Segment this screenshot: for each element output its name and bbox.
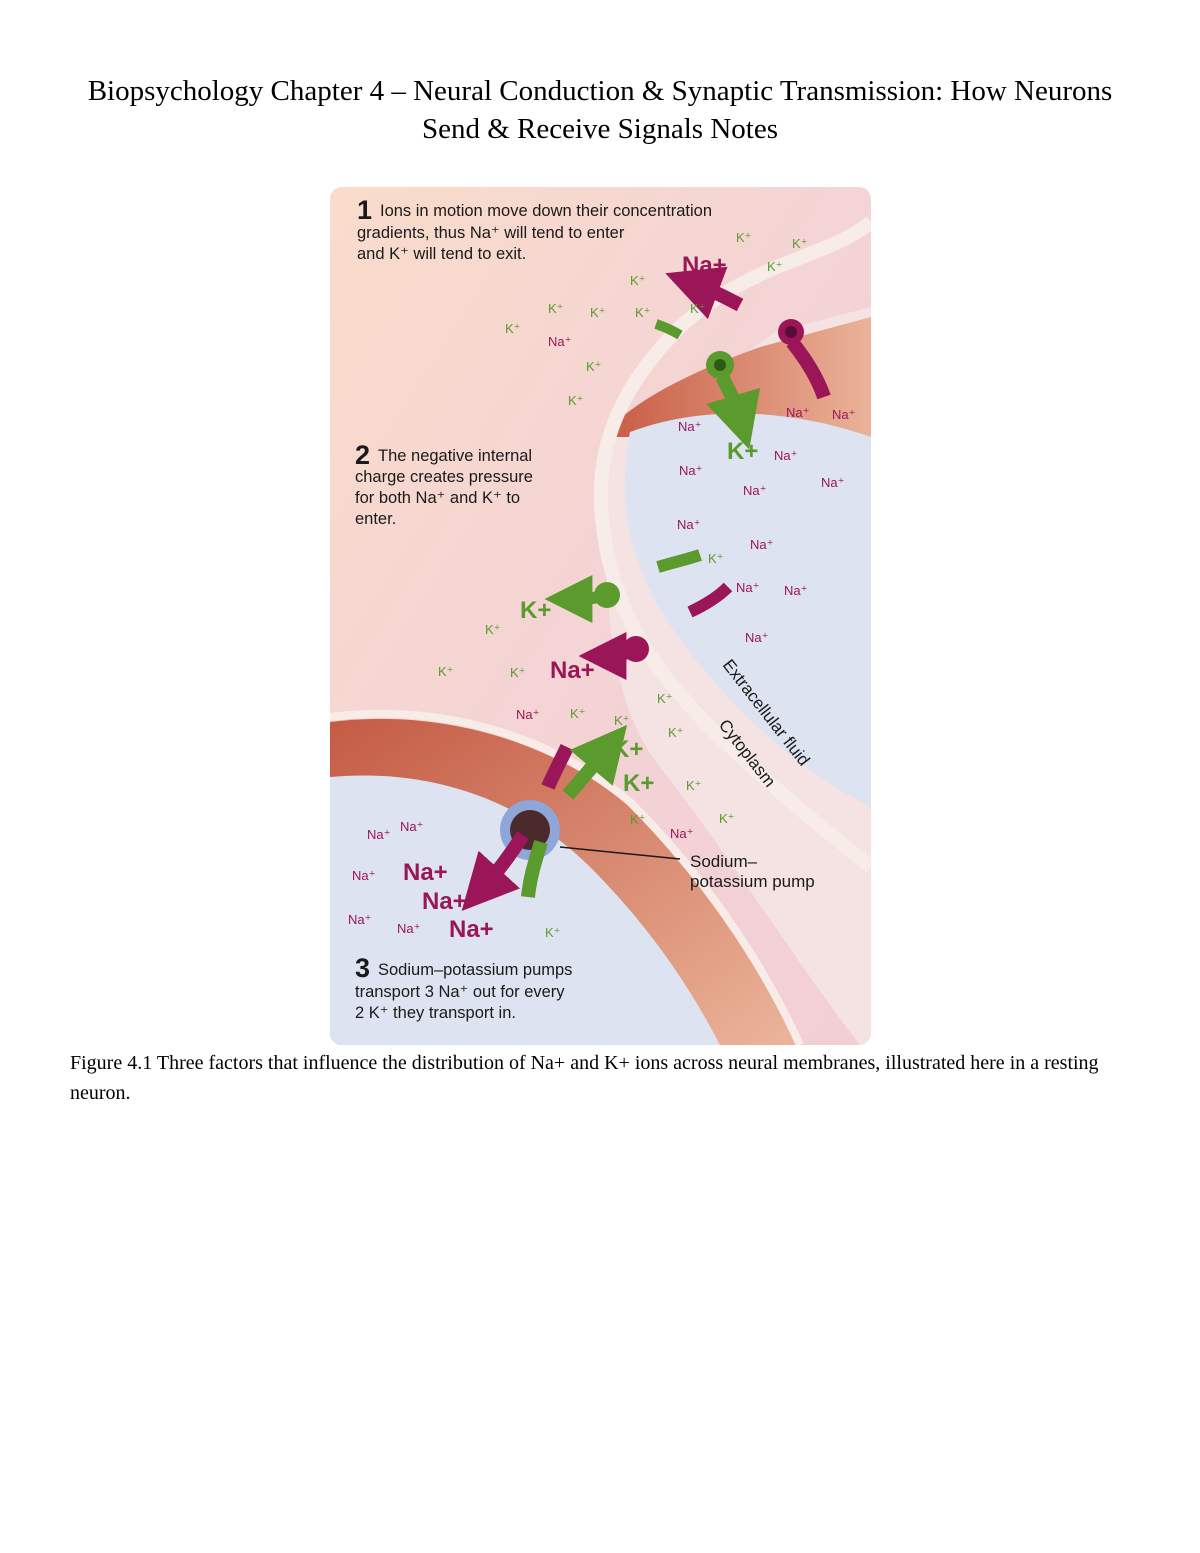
sodium-ion: Na⁺: [832, 407, 855, 422]
sodium-ion: Na⁺: [679, 463, 702, 478]
sodium-enter-arrow-middle: [578, 631, 637, 680]
lower-membrane-boundary: [330, 709, 804, 1045]
step-2-line-4: enter.: [355, 510, 396, 528]
sodium-ion: Na⁺: [678, 419, 701, 434]
potassium-ion-large: K+: [623, 770, 654, 797]
step-3-line-2: transport 3 Na⁺ out for every: [355, 983, 565, 1001]
potassium-ion-large: K+: [520, 597, 551, 624]
figure-illustration: 1 Ions in motion move down their concent…: [330, 187, 871, 1045]
potassium-ion: K⁺: [570, 706, 586, 721]
potassium-ion: K⁺: [438, 664, 454, 679]
sodium-ion-large: Na+: [403, 859, 448, 886]
pump-label-line-2: potassium pump: [690, 872, 815, 891]
pump-sodium-out-arrow: [461, 831, 529, 912]
step-2-line-1: The negative internal: [378, 447, 532, 465]
step-3-number: 3: [355, 953, 370, 983]
potassium-ion: K⁺: [548, 301, 564, 316]
pump-potassium-arrow-lower: [521, 839, 548, 898]
sodium-ion: Na⁺: [784, 583, 807, 598]
sodium-ion: Na⁺: [736, 580, 759, 595]
upper-membrane-boundary: [593, 216, 871, 873]
potassium-ion-large: K+: [612, 736, 643, 763]
large-ion-markers: Na+ K+ K+ Na+ K+ K+ Na+ Na+ Na+: [403, 252, 758, 943]
step-3: 3 Sodium–potassium pumps transport 3 Na⁺…: [355, 953, 572, 1022]
figure-caption: Figure 4.1 Three factors that influence …: [70, 1052, 1099, 1104]
potassium-ion: K⁺: [630, 273, 646, 288]
potassium-ion-large: K+: [727, 438, 758, 465]
step-2: 2 The negative internal charge creates p…: [355, 440, 533, 528]
potassium-channel-arrow: [706, 373, 760, 450]
sodium-ion: Na⁺: [348, 912, 371, 927]
sodium-ion-large: Na+: [550, 657, 595, 684]
potassium-ion: K⁺: [586, 359, 602, 374]
pump-label-line-1: Sodium–: [690, 852, 758, 871]
potassium-ion: K⁺: [719, 811, 735, 826]
potassium-enter-arrow: [544, 574, 608, 623]
sodium-arrow-channel: [786, 337, 831, 400]
step-2-line-2: charge creates pressure: [355, 468, 533, 486]
sodium-ion-large: Na+: [422, 888, 467, 915]
step-3-line-3: 2 K⁺ they transport in.: [355, 1004, 516, 1022]
potassium-ion: K⁺: [708, 551, 724, 566]
sodium-ion: Na⁺: [367, 827, 390, 842]
ion-markers: K⁺ K⁺ K⁺ K⁺ K⁺ K⁺ K⁺ K⁺ K⁺ Na⁺ K⁺ K⁺ Na⁺…: [348, 230, 855, 940]
step-1-line-3: and K⁺ will tend to exit.: [357, 245, 526, 263]
sodium-ion-large: Na+: [449, 916, 494, 943]
step-1-number: 1: [357, 195, 372, 225]
sodium-ion: Na⁺: [786, 405, 809, 420]
potassium-ion: K⁺: [792, 236, 808, 251]
sodium-ion: Na⁺: [677, 517, 700, 532]
potassium-membrane-arrow: [656, 549, 702, 573]
sodium-ion: Na⁺: [774, 448, 797, 463]
sodium-ion: Na⁺: [821, 475, 844, 490]
sodium-ion: Na⁺: [548, 334, 571, 349]
sodium-ion: Na⁺: [352, 868, 375, 883]
pump-potassium-in-arrow: [562, 724, 628, 800]
sodium-membrane-arrow: [687, 582, 733, 618]
sodium-ion: Na⁺: [745, 630, 768, 645]
lower-cytoplasm-region: [330, 775, 720, 1045]
potassium-ion: K⁺: [510, 665, 526, 680]
potassium-ion: K⁺: [505, 321, 521, 336]
ion-distribution-figure: 1 Ions in motion move down their concent…: [330, 187, 871, 1045]
sodium-ion: Na⁺: [397, 921, 420, 936]
sodium-enter-arrow: [665, 266, 744, 320]
step-1-line-1: Ions in motion move down their concentra…: [380, 202, 712, 220]
step-1: 1 Ions in motion move down their concent…: [357, 195, 712, 263]
potassium-ion: K⁺: [690, 301, 706, 316]
step-3-line-1: Sodium–potassium pumps: [378, 961, 572, 979]
potassium-ion: K⁺: [590, 305, 606, 320]
potassium-exit-arrow-upper: [654, 319, 683, 340]
potassium-ion: K⁺: [630, 812, 646, 827]
potassium-ion: K⁺: [568, 393, 584, 408]
pump-pointer-line: [559, 846, 681, 860]
upper-cytoplasm-region: [624, 413, 871, 807]
sodium-ion-large: Na+: [682, 252, 727, 279]
step-1-line-2: gradients, thus Na⁺ will tend to enter: [357, 224, 625, 242]
potassium-ion: K⁺: [668, 725, 684, 740]
sodium-ion: Na⁺: [750, 537, 773, 552]
page-title: Biopsychology Chapter 4 – Neural Conduct…: [87, 75, 1113, 145]
potassium-ion: K⁺: [614, 713, 630, 728]
potassium-ion: K⁺: [686, 778, 702, 793]
potassium-ion: K⁺: [736, 230, 752, 245]
potassium-ion: K⁺: [657, 691, 673, 706]
step-2-line-3: for both Na⁺ and K⁺ to: [355, 489, 520, 507]
potassium-ion: K⁺: [545, 925, 561, 940]
potassium-ion: K⁺: [635, 305, 651, 320]
sodium-ion: Na⁺: [516, 707, 539, 722]
step-2-number: 2: [355, 440, 370, 470]
potassium-ion: K⁺: [485, 622, 501, 637]
sodium-ion: Na⁺: [670, 826, 693, 841]
sodium-ion: Na⁺: [400, 819, 423, 834]
sodium-ion: Na⁺: [743, 483, 766, 498]
pump-sodium-out-arrow-top: [541, 744, 574, 790]
potassium-ion: K⁺: [767, 259, 783, 274]
